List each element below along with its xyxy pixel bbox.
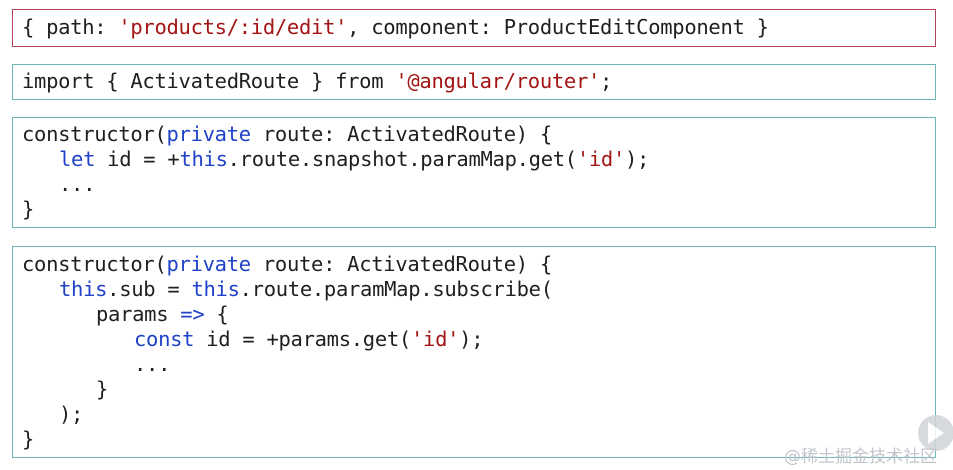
code-keyword: let [59,147,96,171]
code-text: ; [600,69,613,93]
code-line: let id = +this.route.snapshot.paramMap.g… [22,147,926,172]
code-line: ... [22,172,926,197]
code-keyword: this [191,277,240,301]
code-text: ); [625,147,650,171]
code-string: 'id' [576,147,626,171]
code-line: constructor(private route: ActivatedRout… [22,252,926,277]
code-text: constructor( [22,252,167,276]
code-keyword: private [166,122,252,146]
code-line: params => { [22,302,926,327]
code-string: 'products/:id/edit' [118,15,348,39]
code-line: constructor(private route: ActivatedRout… [22,122,926,147]
code-text: { path: [22,15,119,39]
code-line: this.sub = this.route.paramMap.subscribe… [22,277,926,302]
code-keyword: const [134,327,195,351]
code-ellipsis: ... [134,352,171,376]
code-text: route: ActivatedRoute) { [250,252,552,276]
code-ellipsis: ... [59,172,96,196]
code-text: id = + [95,147,180,171]
code-text: params [96,302,181,326]
code-keyword: this [59,277,108,301]
code-text: ); [59,402,84,426]
play-icon [928,422,944,444]
code-text: .route.paramMap.subscribe( [239,277,553,301]
code-text: } [22,427,35,451]
code-text: route: ActivatedRoute) { [250,122,552,146]
watermark: @稀土掘金技术社区 [784,447,937,467]
code-text: } [96,377,109,401]
code-text: { [204,302,229,326]
code-text: .route.snapshot.paramMap.get( [227,147,578,171]
code-line: } [22,197,926,222]
code-line: ... [22,352,926,377]
code-keyword: => [180,302,205,326]
play-button[interactable] [918,415,953,451]
code-text: import { ActivatedRoute } from [22,69,396,93]
code-string: '@angular/router' [395,69,601,93]
code-text: constructor( [22,122,167,146]
import-code-block: import { ActivatedRoute } from '@angular… [12,64,936,100]
code-line: } [22,427,926,452]
code-text: id = +params.get( [194,327,411,351]
code-line: } [22,377,926,402]
observable-code-block: constructor(private route: ActivatedRout… [12,246,936,458]
code-keyword: this [179,147,228,171]
code-line: ); [22,402,926,427]
code-line: { path: 'products/:id/edit', component: … [22,15,926,40]
code-text: } [22,197,35,221]
code-text: .sub = [107,277,192,301]
route-config-code-block: { path: 'products/:id/edit', component: … [12,9,936,47]
code-string: 'id' [410,327,460,351]
code-keyword: private [166,252,252,276]
code-line: import { ActivatedRoute } from '@angular… [22,69,926,94]
snapshot-code-block: constructor(private route: ActivatedRout… [12,117,936,228]
code-line: const id = +params.get('id'); [22,327,926,352]
code-text: ); [459,327,484,351]
code-text: , component: ProductEditComponent } [347,15,769,39]
